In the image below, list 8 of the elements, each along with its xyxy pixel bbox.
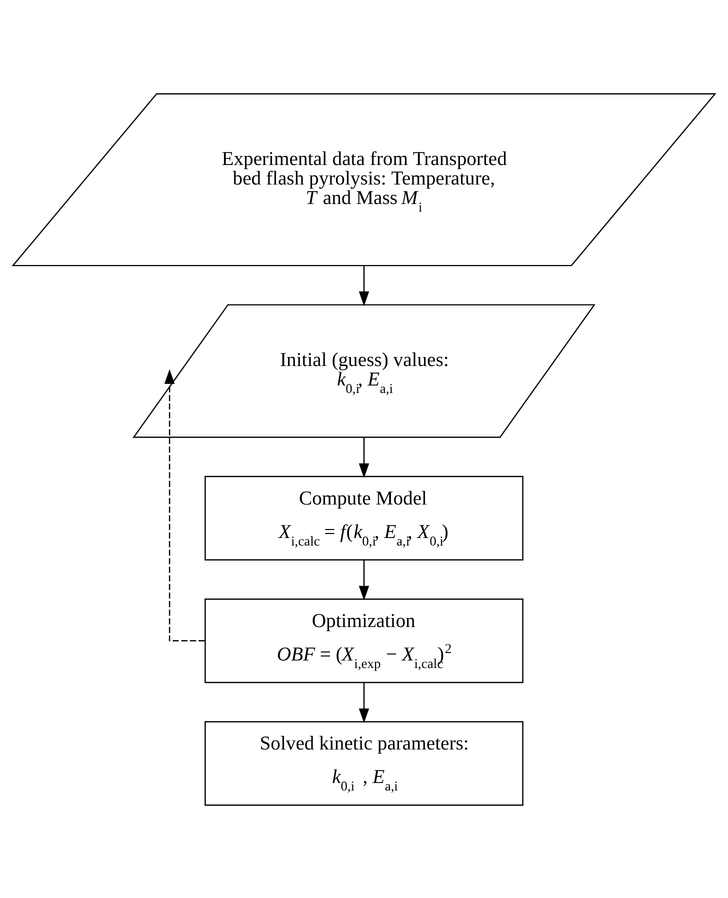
node-box: Compute Model X$_{i,calc}$ = f(k$_{0,i}$, E$_{a,i}$, X$_{0,i}$)	[204, 475, 524, 560]
arrow	[358, 682, 370, 723]
node-box: Solved kinetic parameters: k$_{0,i}$ , E$_{a,i}$	[204, 720, 524, 806]
arrow	[358, 560, 370, 600]
arrow	[164, 368, 205, 641]
node-box: Optimization OBF = (X$_{i,exp}$ − X$_{i,calc}$)$^{2}$	[204, 598, 524, 683]
arrow	[358, 265, 370, 306]
arrow	[358, 436, 370, 478]
